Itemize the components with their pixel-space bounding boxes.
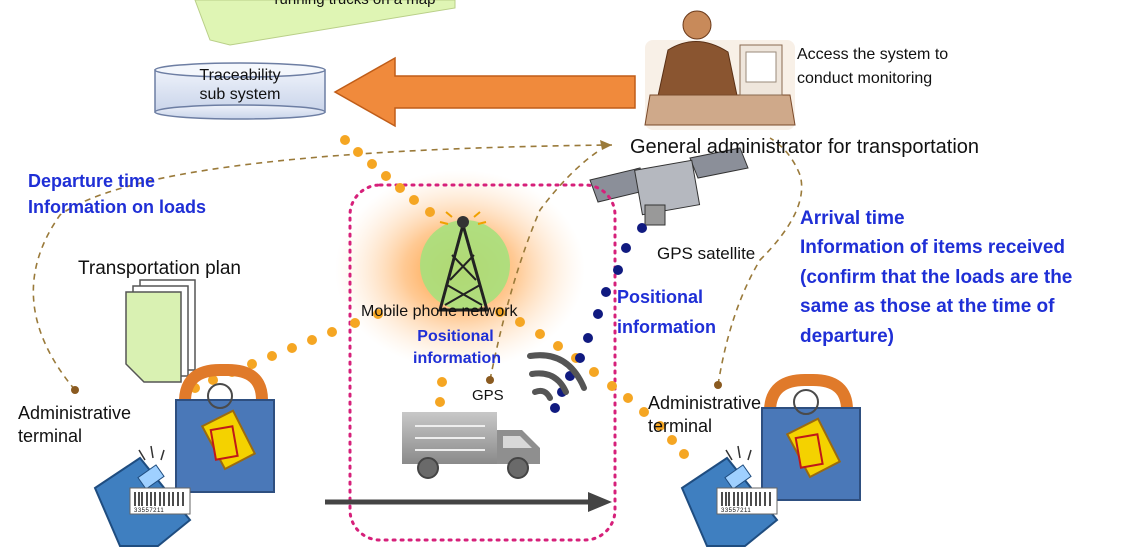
arrival-line1: Arrival time bbox=[800, 208, 905, 229]
navy-dot-path bbox=[550, 223, 647, 413]
traceability-line1: Traceability bbox=[199, 67, 281, 84]
satellite-icon bbox=[589, 147, 749, 226]
pos-left-line1: Positional bbox=[417, 328, 494, 345]
pos-right-line2: information bbox=[617, 316, 716, 337]
traceability-line2: sub system bbox=[199, 86, 281, 104]
arrival-line5: departure) bbox=[800, 325, 894, 347]
positional-info-right: Positional information bbox=[617, 283, 716, 342]
gps-label: GPS bbox=[472, 387, 504, 404]
mobile-network-label: Mobile phone network bbox=[361, 303, 518, 320]
arrival-line4: same as those at the time of bbox=[800, 296, 1055, 318]
traceability-database-icon bbox=[154, 62, 326, 120]
departure-line1: Departure time bbox=[28, 171, 156, 191]
note-text: running trucks on a map bbox=[255, 0, 455, 9]
left-barcode-scanner-icon bbox=[93, 445, 192, 547]
pos-left-line2: information bbox=[413, 349, 501, 367]
administrator-figure-icon bbox=[644, 10, 796, 130]
vehicle-zone-boundary bbox=[348, 183, 617, 542]
truck-icon bbox=[402, 412, 540, 479]
right-cargo-lock-icon bbox=[761, 374, 861, 501]
right-barcode-scanner-icon bbox=[680, 445, 779, 547]
transportation-plan-documents-icon bbox=[125, 279, 196, 383]
arrival-line3: (confirm that the loads are the bbox=[800, 266, 1073, 288]
admin-terminal-right-label: Administrative terminal bbox=[648, 392, 761, 437]
admin-right-line2: terminal bbox=[648, 415, 713, 436]
admin-terminal-left-label: Administrative terminal bbox=[18, 402, 131, 447]
positional-info-left: Positional information bbox=[413, 326, 501, 369]
departure-info-label: Departure time Information on loads bbox=[28, 168, 206, 220]
admin-left-line1: Administrative bbox=[18, 403, 132, 423]
note-card bbox=[194, 0, 456, 46]
pos-right-line1: Positional bbox=[617, 287, 704, 307]
access-line2: conduct monitoring bbox=[797, 70, 933, 88]
access-label: Access the system to conduct monitoring bbox=[797, 45, 948, 88]
access-line1: Access the system to bbox=[797, 46, 949, 63]
general-administrator-label: General administrator for transportation bbox=[630, 136, 980, 158]
movement-arrow bbox=[325, 492, 612, 512]
traceability-label: Traceability sub system bbox=[170, 66, 310, 104]
data-flow-arrow bbox=[333, 56, 636, 128]
gps-satellite-label: GPS satellite bbox=[657, 244, 756, 263]
left-cargo-lock-icon bbox=[175, 364, 275, 493]
arrival-line2: Information of items received bbox=[800, 237, 1066, 259]
signal-waves-icon bbox=[527, 352, 587, 401]
admin-left-line2: terminal bbox=[18, 425, 83, 446]
admin-right-line1: Administrative bbox=[648, 393, 762, 413]
departure-line2: Information on loads bbox=[28, 197, 206, 218]
arrowhead bbox=[600, 140, 612, 150]
arrival-info-label: Arrival time Information of items receiv… bbox=[800, 204, 1072, 351]
barcode-number-left: 33557211 bbox=[134, 508, 165, 514]
barcode-number-right: 33557211 bbox=[721, 508, 752, 514]
transportation-plan-label: Transportation plan bbox=[78, 258, 242, 279]
reporting-paths bbox=[32, 137, 803, 391]
